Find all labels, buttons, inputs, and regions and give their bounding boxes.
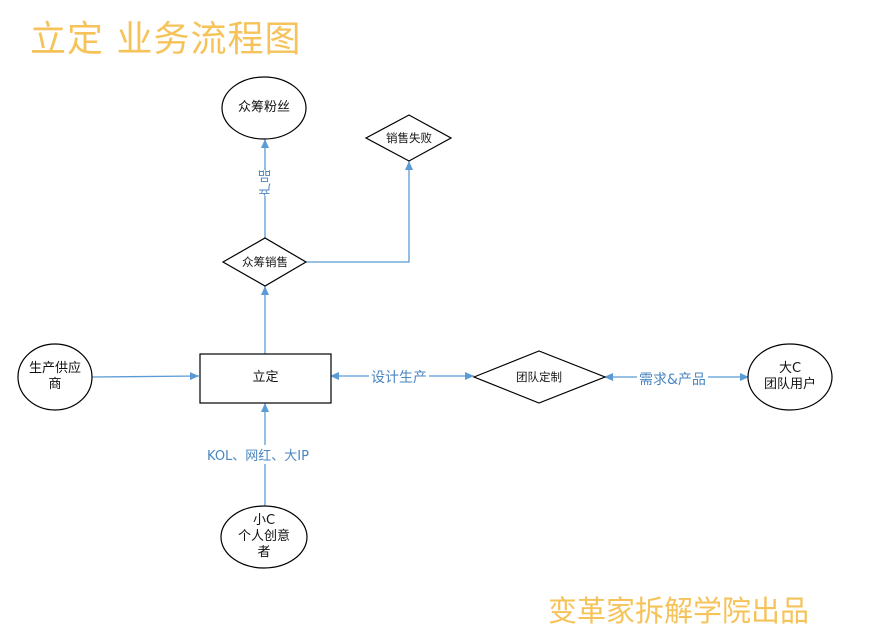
edge-label-kol: KOL、网红、大IP — [205, 445, 311, 464]
node-team-custom-label: 团队定制 — [516, 369, 562, 384]
node-center-label: 立定 — [252, 370, 279, 386]
footer-credit: 变革家拆解学院出品 — [548, 594, 810, 628]
node-big-c-shape — [747, 343, 833, 411]
node-supplier-shape — [17, 343, 93, 411]
node-center-shape — [199, 353, 332, 404]
node-team-custom-shape — [472, 350, 607, 404]
page-title: 立定 业务流程图 — [30, 19, 302, 60]
node-small-c-label: 小C 个人创意 者 — [237, 512, 290, 561]
node-small-c-shape — [220, 505, 308, 569]
edge-label-demand-product: 需求&产品 — [637, 369, 708, 389]
node-sale-fail-label: 销售失败 — [386, 130, 432, 145]
edge-crowdfund-sale-to-fail — [306, 161, 413, 263]
node-crowdfund-fans-label: 众筹粉丝 — [237, 99, 290, 115]
edge-supplier-to-center — [91, 372, 200, 381]
node-crowdfund-sale-shape — [221, 237, 308, 287]
node-crowdfund-sale-label: 众筹销售 — [242, 254, 288, 269]
node-supplier-label: 生产供应 商 — [28, 360, 81, 392]
edge-label-design-production: 设计生产 — [369, 367, 429, 387]
edge-label-product: 产品 — [257, 170, 276, 196]
node-sale-fail-shape — [364, 114, 453, 162]
node-big-c-label: 大C 团队用户 — [763, 360, 816, 392]
node-crowdfund-fans-shape — [221, 76, 307, 140]
